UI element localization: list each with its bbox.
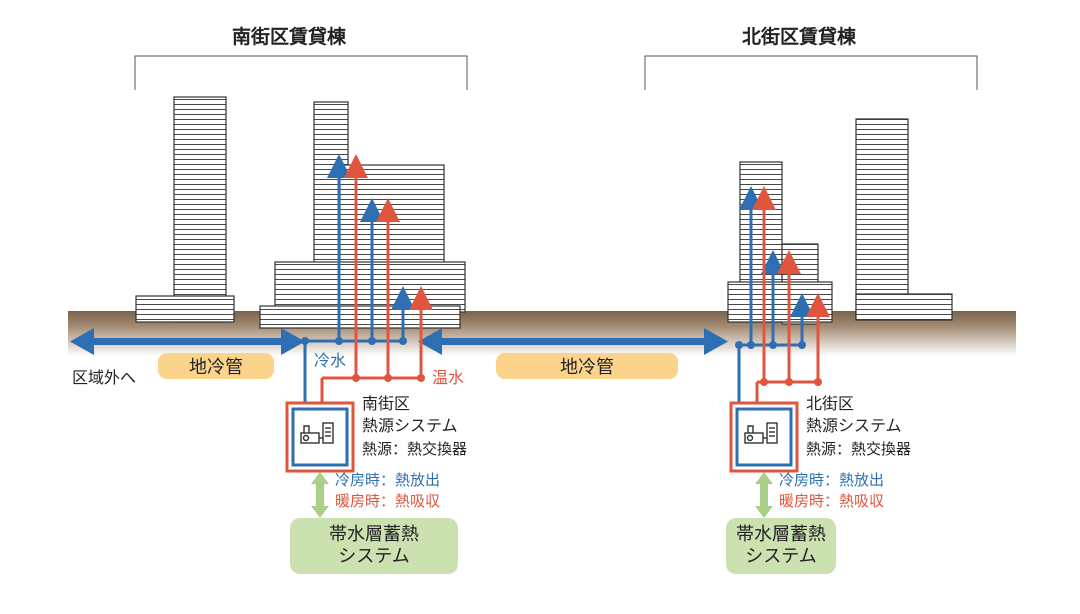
south-hot-junctions bbox=[352, 374, 425, 382]
pipe-label-middle: 地冷管 bbox=[496, 353, 678, 379]
south-storage-line1: 帯水層蓄熱 bbox=[329, 523, 419, 545]
district-pipe-middle bbox=[418, 328, 728, 355]
north-plant-name: 北街区 bbox=[806, 394, 855, 413]
north-cold-junctions bbox=[735, 341, 806, 349]
cold-water-label: 冷水 bbox=[314, 351, 347, 370]
south-hot-pipes bbox=[320, 154, 433, 410]
south-heating-label: 暖房時：熱吸収 bbox=[335, 492, 441, 510]
north-tower-right bbox=[855, 118, 953, 321]
heat-exchanger-icon bbox=[744, 422, 778, 444]
south-tower-left bbox=[135, 96, 235, 323]
north-plant-box bbox=[729, 401, 799, 473]
north-storage-line2: システム bbox=[745, 546, 817, 567]
south-plant-sub: 熱源システム bbox=[362, 416, 458, 435]
north-plant-sub: 熱源システム bbox=[806, 416, 902, 435]
south-building-title: 南街区賃貸棟 bbox=[232, 26, 347, 48]
south-plant-name: 南街区 bbox=[362, 394, 411, 413]
south-cold-pipes bbox=[303, 154, 415, 410]
south-plant-box bbox=[285, 401, 355, 473]
district-pipe-left bbox=[70, 328, 305, 355]
north-heating-label: 暖房時：熱吸収 bbox=[779, 492, 885, 510]
outside-label: 区域外へ bbox=[72, 368, 137, 387]
south-bracket bbox=[134, 55, 468, 90]
north-aquifer-storage: 帯水層蓄熱 システム bbox=[726, 518, 836, 574]
north-building-title: 北街区賃貸棟 bbox=[742, 26, 857, 48]
heat-exchanger-icon bbox=[300, 422, 334, 444]
north-exchange-arrow bbox=[755, 472, 773, 518]
hot-water-label: 温水 bbox=[432, 368, 465, 387]
south-cold-junctions bbox=[301, 337, 407, 345]
north-bracket bbox=[644, 55, 978, 90]
south-cooling-label: 冷房時：熱放出 bbox=[335, 471, 441, 489]
south-plant-source: 熱源：熱交換器 bbox=[362, 440, 468, 458]
south-exchange-arrow bbox=[311, 472, 329, 518]
north-tower-left bbox=[727, 161, 833, 325]
south-tower-right bbox=[259, 101, 466, 329]
north-hot-junctions bbox=[760, 378, 822, 386]
pipe-label-left: 地冷管 bbox=[158, 353, 274, 379]
north-plant-source: 熱源：熱交換器 bbox=[806, 440, 912, 458]
north-storage-line1: 帯水層蓄熱 bbox=[736, 523, 826, 545]
south-aquifer-storage: 帯水層蓄熱 システム bbox=[290, 518, 458, 574]
south-storage-line2: システム bbox=[338, 546, 410, 567]
north-cooling-label: 冷房時：熱放出 bbox=[779, 471, 885, 489]
